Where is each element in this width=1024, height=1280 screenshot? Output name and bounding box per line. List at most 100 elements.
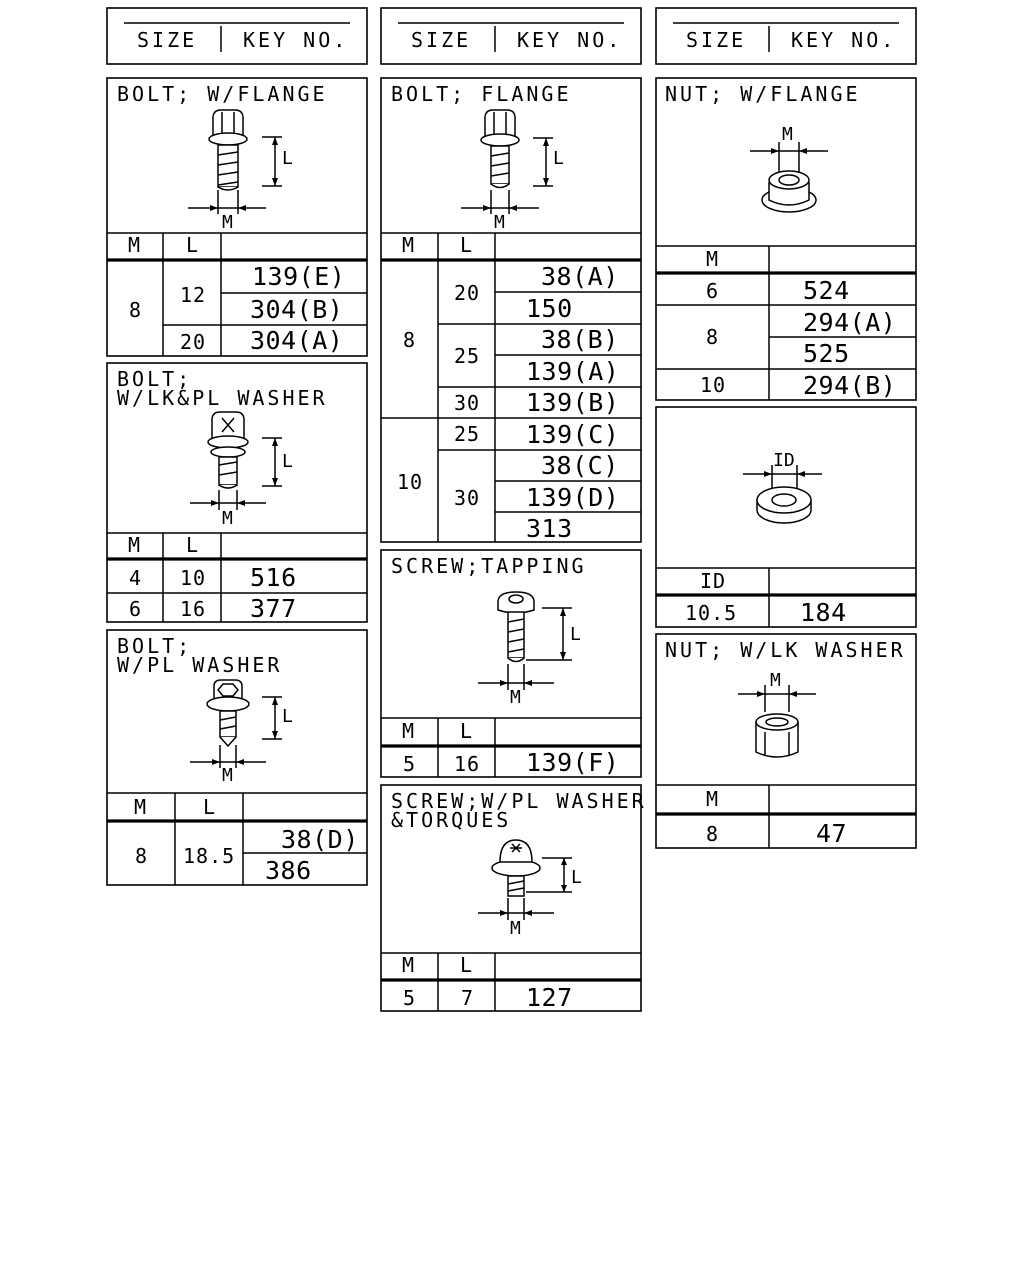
col-header-id: ID: [700, 569, 726, 593]
dim-label-m: M: [222, 212, 233, 233]
cell-key: 38(A): [541, 262, 619, 291]
cell-id: 10.5: [685, 601, 737, 625]
panel-title: BOLT; FLANGE: [391, 82, 572, 106]
dim-label-l: L: [570, 624, 581, 645]
header-col-3: SIZE KEY NO.: [655, 7, 917, 65]
col-header-l: L: [460, 233, 473, 257]
cell-key: 139(B): [526, 388, 619, 417]
dimension-l: L: [262, 696, 293, 740]
dimension-l: L: [526, 857, 582, 893]
header-key-no: KEY NO.: [243, 28, 348, 52]
panel-title: NUT; W/FLANGE: [665, 82, 861, 106]
dim-label-l: L: [282, 706, 293, 727]
cell-l: 18.5: [183, 844, 235, 868]
dimension-m: M: [188, 190, 266, 233]
dim-label-l: L: [571, 867, 582, 888]
cell-key: 38(D): [281, 825, 359, 854]
dim-label-m: M: [494, 212, 505, 233]
dim-label-l: L: [282, 451, 293, 472]
panel-screw-pl-washer-torques: SCREW;W/PL WASHER &TORQUES L M M L: [380, 784, 647, 1012]
col-header-l: L: [186, 533, 199, 557]
dimension-m: M: [461, 190, 539, 233]
cell-m: 5: [403, 986, 416, 1010]
panel-screw-tapping: SCREW;TAPPING L M M L 5 16: [380, 549, 642, 778]
cell-m: 8: [129, 298, 142, 322]
cell-key: 304(B): [250, 295, 343, 324]
panel-title-line1: BOLT;: [117, 634, 192, 658]
col-header-l: L: [460, 953, 473, 977]
cell-key: 524: [803, 276, 850, 305]
cell-key: 38(B): [541, 325, 619, 354]
header-size: SIZE: [686, 28, 746, 52]
cell-m: 6: [706, 279, 719, 303]
header-size: SIZE: [137, 28, 197, 52]
dimension-m: M: [750, 124, 828, 172]
cell-l: 20: [454, 281, 480, 305]
dim-label-m: M: [782, 124, 793, 145]
header-key-no: KEY NO.: [517, 28, 622, 52]
panel-bolt-flange: BOLT; FLANGE L M: [380, 77, 642, 543]
cell-key: 38(C): [541, 451, 619, 480]
col-header-m: M: [706, 787, 719, 811]
cell-m: 10: [397, 470, 423, 494]
dim-label-id: ID: [773, 450, 795, 471]
col-header-l: L: [203, 795, 216, 819]
col-header-m: M: [402, 233, 415, 257]
panel-title-line1: BOLT;: [117, 367, 192, 391]
cell-key: 304(A): [250, 326, 343, 355]
col-header-l: L: [186, 233, 199, 257]
panel-title: SCREW;TAPPING: [391, 554, 587, 578]
col-header-l: L: [460, 719, 473, 743]
dim-label-m: M: [770, 670, 781, 691]
cell-l: 20: [180, 330, 206, 354]
panel-bolt-pl-washer: BOLT; W/PL WASHER L M M: [106, 629, 368, 886]
cell-key: 525: [803, 339, 850, 368]
cell-m: 4: [129, 566, 142, 590]
bolt-lk-pl-washer-icon: [207, 411, 249, 489]
col-header-m: M: [402, 953, 415, 977]
panel-title-line1: SCREW;W/PL WASHER: [391, 789, 647, 813]
dimension-id: ID: [743, 450, 822, 495]
cell-l: 10: [180, 566, 206, 590]
lock-washer-nut-icon: [755, 713, 799, 758]
dimension-m: M: [190, 745, 266, 786]
dimension-m: M: [478, 898, 554, 939]
panel-title-line2: W/PL WASHER: [117, 653, 282, 677]
panel-washer: ID ID 10.5 184: [655, 406, 917, 628]
washer-icon: [756, 486, 812, 524]
panel-title: BOLT; W/FLANGE: [117, 82, 328, 106]
header-col-2: SIZE KEY NO.: [380, 7, 642, 65]
cell-l: 25: [454, 344, 480, 368]
dim-label-m: M: [222, 765, 233, 786]
panel-bolt-w-flange: BOLT; W/FLANGE L M: [106, 77, 368, 357]
cell-l: 16: [454, 752, 480, 776]
dim-label-l: L: [553, 148, 564, 169]
cell-key: 184: [800, 598, 847, 627]
cell-m: 8: [403, 328, 416, 352]
cell-l: 25: [454, 422, 480, 446]
cell-m: 10: [700, 373, 726, 397]
panel-title-line2: &TORQUES: [391, 808, 511, 832]
dim-label-l: L: [282, 148, 293, 169]
dimension-l: L: [262, 437, 293, 487]
cell-key: 150: [526, 294, 573, 323]
cell-key: 313: [526, 514, 573, 543]
cell-m: 8: [135, 844, 148, 868]
cell-l: 30: [454, 486, 480, 510]
dim-label-m: M: [510, 918, 521, 939]
dimension-l: L: [262, 136, 293, 187]
col-header-m: M: [706, 247, 719, 271]
col-header-m: M: [134, 795, 147, 819]
cell-key: 139(F): [526, 748, 619, 777]
cell-l: 30: [454, 391, 480, 415]
panel-nut-w-flange: NUT; W/FLANGE M M 6 8 10 524 294(A) 525 …: [655, 77, 917, 401]
cell-m: 8: [706, 822, 719, 846]
bolt-flange-icon: [480, 109, 520, 189]
panel-nut-lk-washer: NUT; W/LK WASHER M M 8 47: [655, 633, 917, 849]
col-header-m: M: [402, 719, 415, 743]
cell-key: 139(E): [252, 262, 345, 291]
cell-key: 377: [250, 594, 297, 623]
cell-l: 12: [180, 283, 206, 307]
header-key-no: KEY NO.: [791, 28, 896, 52]
col-header-m: M: [128, 233, 141, 257]
